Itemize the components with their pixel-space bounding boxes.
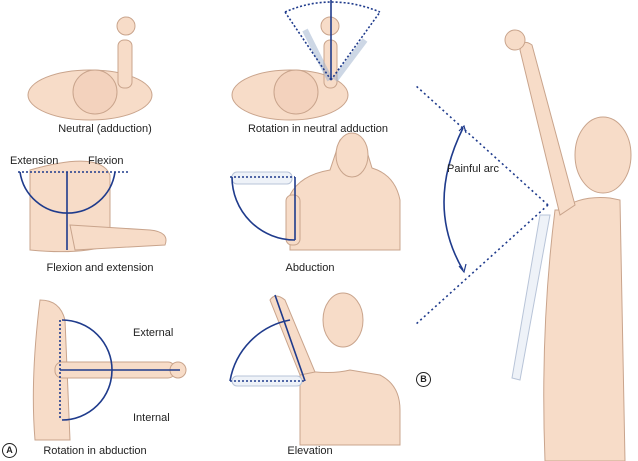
label-extension: Extension bbox=[10, 155, 59, 167]
figure-neutral-adduction bbox=[27, 16, 153, 121]
panel-label-a: A bbox=[2, 443, 17, 458]
panel-label-b: B bbox=[416, 372, 431, 387]
label-internal: Internal bbox=[133, 412, 170, 424]
figure-flexion-extension bbox=[29, 160, 167, 253]
caption-rotation-neutral: Rotation in neutral adduction bbox=[247, 123, 389, 135]
motion-arcs bbox=[18, 0, 549, 421]
caption-elevation: Elevation bbox=[287, 445, 333, 457]
caption-neutral: Neutral (adduction) bbox=[58, 123, 152, 135]
caption-flexion-extension: Flexion and extension bbox=[46, 262, 154, 274]
figure-rotation-neutral bbox=[231, 16, 368, 121]
label-painful-arc: Painful arc bbox=[447, 163, 499, 175]
caption-abduction: Abduction bbox=[285, 262, 335, 274]
label-flexion: Flexion bbox=[88, 155, 124, 167]
figure-painful-arc bbox=[504, 29, 632, 461]
figure-elevation bbox=[231, 292, 401, 446]
figure-abduction bbox=[231, 132, 401, 251]
label-external: External bbox=[133, 327, 174, 339]
caption-rotation-abduction: Rotation in abduction bbox=[43, 445, 147, 457]
